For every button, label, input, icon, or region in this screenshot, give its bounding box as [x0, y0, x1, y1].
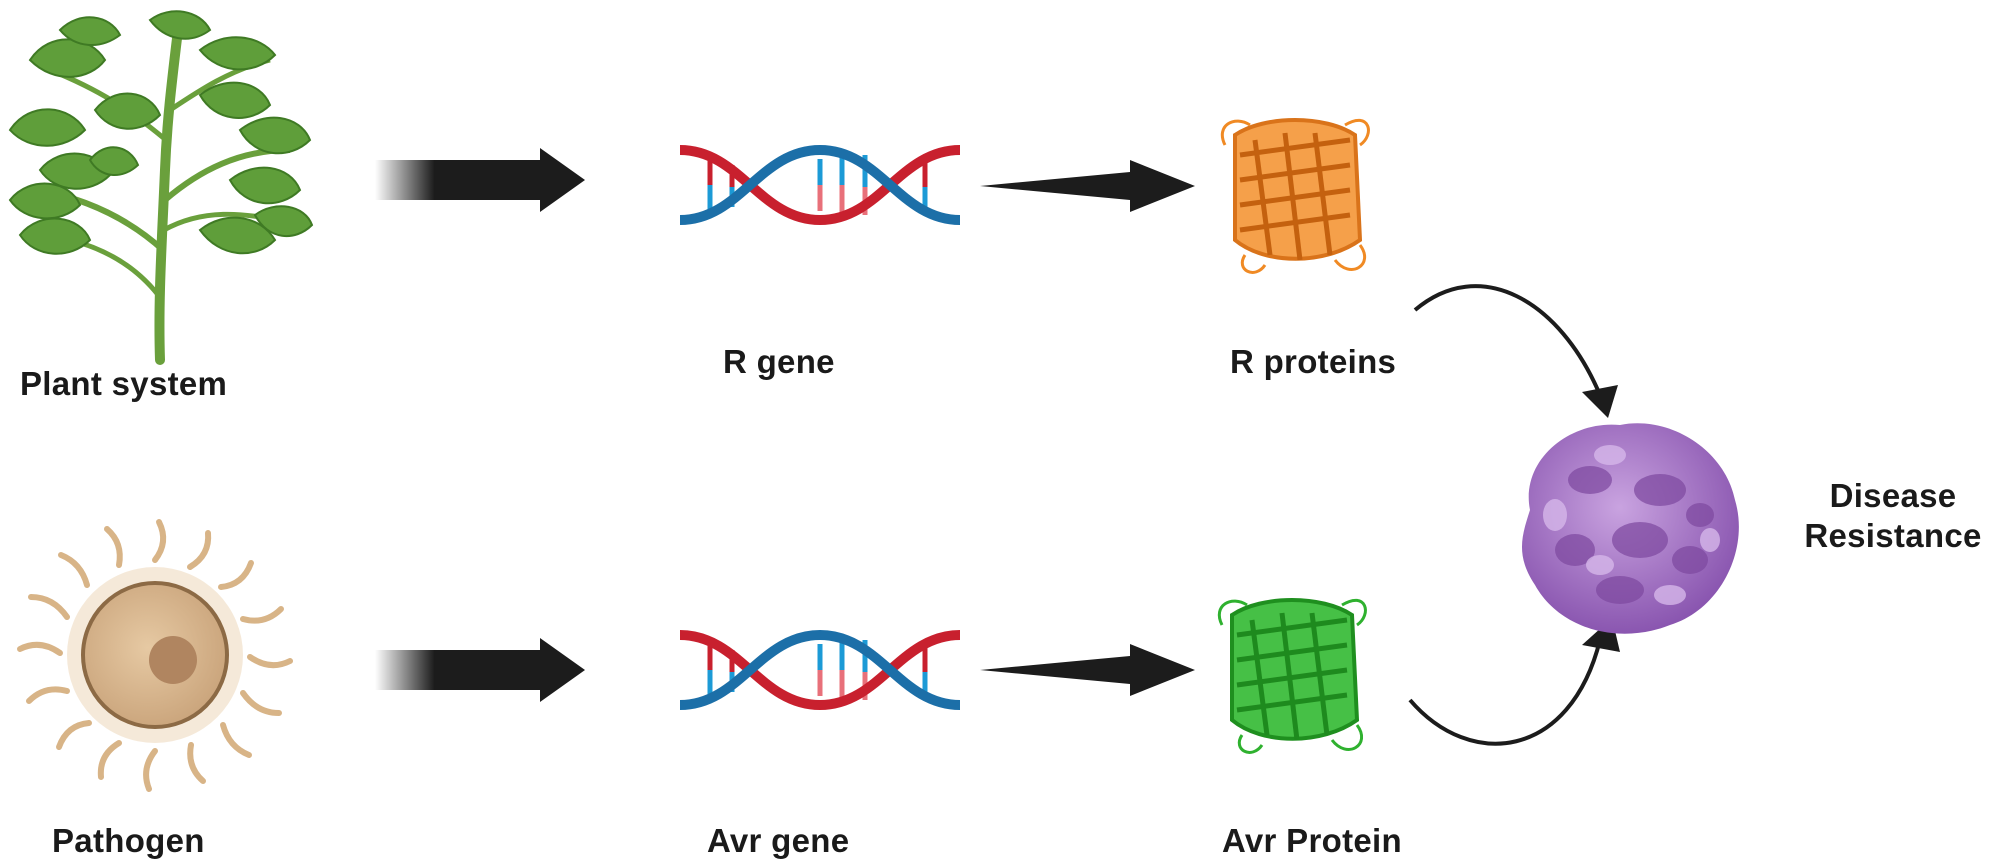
arrow-r-gene-to-r-proteins — [980, 160, 1195, 212]
label-avr-protein: Avr Protein — [1222, 822, 1402, 859]
label-disease-line2: Resistance — [1804, 517, 1982, 554]
dna-helix-icon — [679, 144, 961, 226]
curved-arrow-avr-protein-to-complex — [1408, 618, 1620, 746]
label-disease-resistance: Disease Resistance — [1788, 476, 1998, 556]
arrow-pathogen-to-avr-gene — [375, 638, 585, 702]
label-pathogen: Pathogen — [52, 822, 205, 859]
protein-complex-icon — [1521, 423, 1739, 634]
dna-helix-icon — [679, 629, 961, 711]
pathogen-cell-icon — [17, 519, 293, 792]
arrow-avr-gene-to-avr-protein — [980, 644, 1195, 696]
r-protein-barrel-icon — [1221, 118, 1370, 274]
avr-protein-barrel-icon — [1218, 598, 1367, 754]
label-r-proteins: R proteins — [1230, 343, 1397, 380]
label-r-gene: R gene — [723, 343, 835, 380]
arrow-plant-to-r-gene — [375, 148, 585, 212]
label-disease-line1: Disease — [1829, 477, 1957, 514]
plant-icon — [8, 10, 314, 365]
label-plant-system: Plant system — [20, 365, 228, 402]
label-avr-gene: Avr gene — [707, 822, 850, 859]
curved-arrow-r-proteins-to-complex — [1413, 284, 1618, 418]
